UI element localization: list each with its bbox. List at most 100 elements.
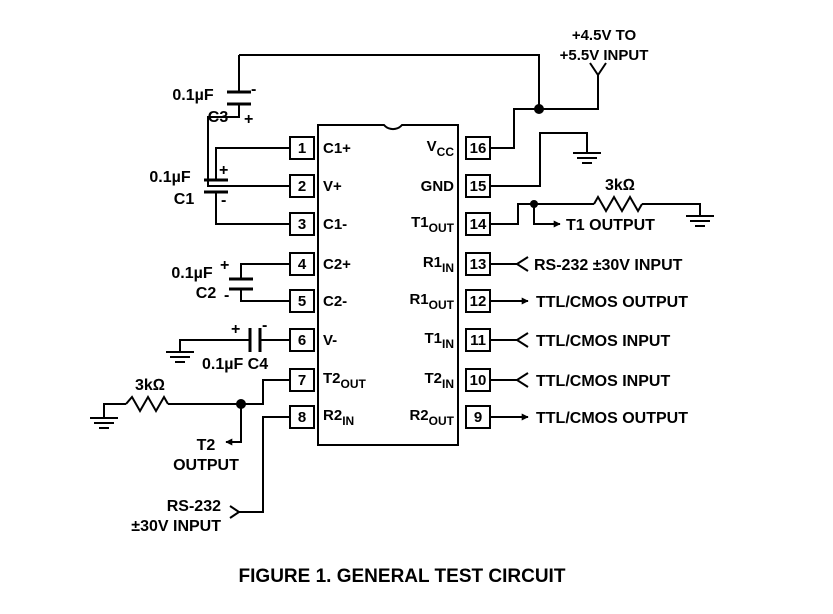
c2-plus-sign: + xyxy=(220,257,229,274)
pin-label: C1+ xyxy=(323,140,351,157)
ground-icon xyxy=(686,215,714,227)
capacitor-c4: 0.1µF C4 + - xyxy=(166,317,290,373)
t2-in-label: TTL/CMOS INPUT xyxy=(536,373,670,390)
pin-number: 13 xyxy=(470,256,487,273)
pin-label: C2- xyxy=(323,293,347,310)
pin-number: 1 xyxy=(298,140,306,157)
c3-plus-sign: + xyxy=(244,111,253,128)
pin-7: 7 T2OUT xyxy=(289,368,367,392)
pin-14: 14 T1OUT xyxy=(411,212,491,236)
capacitor-c3: 0.1µF C3 - + xyxy=(172,55,290,187)
pin-10: 10 T2IN xyxy=(424,368,491,392)
c1-plus-sign: + xyxy=(219,162,228,179)
pin-number: 12 xyxy=(470,293,487,310)
c4-plus-sign: + xyxy=(231,321,240,338)
c4-label: 0.1µF C4 xyxy=(202,356,268,373)
ground-icon xyxy=(90,417,118,429)
pin-number: 10 xyxy=(470,372,487,389)
pin-label: T2OUT xyxy=(323,370,367,391)
pin-number: 15 xyxy=(470,178,487,195)
t1-output-network: 3kΩ T1 OUTPUT xyxy=(490,177,714,234)
pin-number: 14 xyxy=(470,216,487,233)
pin-label: V+ xyxy=(323,178,342,195)
output-arrow-icon xyxy=(225,404,242,446)
right-signals: RS-232 ±30V INPUT TTL/CMOS OUTPUT TTL/CM… xyxy=(490,256,688,427)
power-input-label-line1: +4.5V TO xyxy=(572,27,637,44)
input-chevron-icon xyxy=(515,372,529,388)
pin-label: T1IN xyxy=(424,330,454,351)
input-chevron-icon xyxy=(515,256,529,272)
c3-minus-sign: - xyxy=(251,81,256,98)
pin-label: R1OUT xyxy=(409,291,454,312)
junction-dot xyxy=(534,104,544,114)
r1-resistor-label: 3kΩ xyxy=(605,177,635,194)
pin-label: R1IN xyxy=(423,254,454,275)
c2-name-label: C2 xyxy=(196,285,217,302)
power-input: +4.5V TO +5.5V INPUT xyxy=(239,27,649,149)
t1-output-label: T1 OUTPUT xyxy=(566,217,655,234)
r2-out-label: TTL/CMOS OUTPUT xyxy=(536,410,688,427)
ic-chip xyxy=(317,124,459,446)
ground-icon xyxy=(573,152,601,164)
pin-11: 11 T1IN xyxy=(424,328,491,352)
pin-label: VCC xyxy=(427,138,455,159)
pin-number: 4 xyxy=(298,256,307,273)
pin-label: GND xyxy=(421,178,455,195)
rs232-input-r2-label-line2: ±30V INPUT xyxy=(131,518,221,535)
c1-name-label: C1 xyxy=(174,191,195,208)
figure-caption: FIGURE 1. GENERAL TEST CIRCUIT xyxy=(239,566,566,587)
pin-label: C2+ xyxy=(323,256,351,273)
c2-value-label: 0.1µF xyxy=(171,265,212,282)
pin-number: 5 xyxy=(298,293,306,310)
pin-number: 11 xyxy=(470,332,486,349)
pin-number: 7 xyxy=(298,372,306,389)
c3-value-label: 0.1µF xyxy=(172,87,213,104)
c3-name-label: C3 xyxy=(208,109,229,126)
c1-value-label: 0.1µF xyxy=(149,169,190,186)
pin-label: T1OUT xyxy=(411,214,455,235)
pin-12: 12 R1OUT xyxy=(409,289,491,313)
pin-4: 4 C2+ xyxy=(289,252,351,276)
pin-label: T2IN xyxy=(424,370,454,391)
pin-9: 9 R2OUT xyxy=(409,405,491,429)
output-arrow-icon xyxy=(533,204,561,228)
t2-output-label-line2: OUTPUT xyxy=(173,457,239,474)
input-chevron-icon xyxy=(515,332,529,348)
resistor-icon xyxy=(125,394,169,414)
pin-label: V- xyxy=(323,332,337,349)
capacitor-c1: 0.1µF C1 + - xyxy=(149,147,290,225)
r1-out-label: TTL/CMOS OUTPUT xyxy=(536,294,688,311)
c4-minus-sign: - xyxy=(262,317,267,334)
pin-5: 5 C2- xyxy=(289,289,347,313)
t1-in-label: TTL/CMOS INPUT xyxy=(536,333,670,350)
power-input-label-line2: +5.5V INPUT xyxy=(560,47,649,64)
r2-input-network: RS-232 ±30V INPUT xyxy=(131,416,290,535)
pin-3: 3 C1- xyxy=(289,212,347,236)
left-pins: 1 C1+ 2 V+ 3 C1- 4 C2+ 5 C2- 6 V- xyxy=(289,136,367,429)
pin-number: 16 xyxy=(470,140,487,157)
t2-output-network: 3kΩ T2 OUTPUT xyxy=(90,377,290,474)
r2-resistor-label: 3kΩ xyxy=(135,377,165,394)
c2-minus-sign: - xyxy=(224,287,229,304)
t2-output-label-line1: T2 xyxy=(197,437,216,454)
pin-1: 1 C1+ xyxy=(289,136,351,160)
c1-minus-sign: - xyxy=(221,192,226,209)
junction-dot xyxy=(530,200,538,208)
pin-label: C1- xyxy=(323,216,347,233)
pin-label: R2OUT xyxy=(409,407,454,428)
pin-15: 15 GND xyxy=(421,174,491,198)
rs232-input-r1-label: RS-232 ±30V INPUT xyxy=(534,257,683,274)
pin-8: 8 R2IN xyxy=(289,405,354,429)
pin-number: 3 xyxy=(298,216,306,233)
resistor-icon xyxy=(593,194,643,214)
pin-label: R2IN xyxy=(323,407,354,428)
capacitor-c2: 0.1µF C2 + - xyxy=(171,257,290,304)
pin-2: 2 V+ xyxy=(289,174,342,198)
pin-number: 9 xyxy=(474,409,482,426)
pin-number: 8 xyxy=(298,409,306,426)
rs232-input-r2-label-line1: RS-232 xyxy=(167,498,221,515)
right-pins: 16 VCC 15 GND 14 T1OUT 13 R1IN 12 R1OUT … xyxy=(409,136,491,429)
pin-number: 2 xyxy=(298,178,306,195)
pin-number: 6 xyxy=(298,332,306,349)
